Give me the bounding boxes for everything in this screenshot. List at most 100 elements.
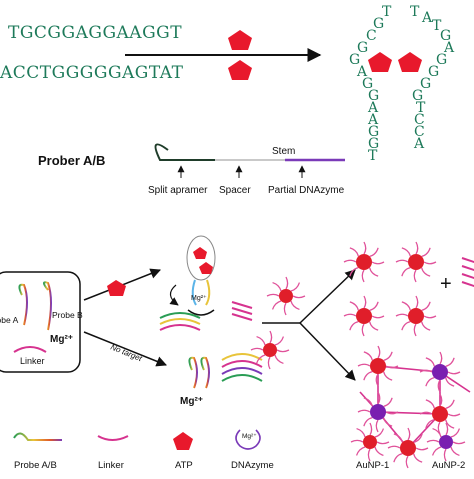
aunp-agg-2-ligand xyxy=(445,357,455,367)
aunp-agg-4-ligand xyxy=(419,411,433,415)
aunp-disp-3-ligand xyxy=(343,313,357,317)
aunp-disp-1-ligand xyxy=(363,241,367,255)
aunp-disp-1-ligand xyxy=(349,267,359,277)
aunp-mid-2 xyxy=(250,330,290,370)
aunp-disp-2-ligand xyxy=(401,247,411,257)
aunp-disp-4-ligand xyxy=(395,313,409,317)
aunp-disp-3-ligand xyxy=(363,295,367,309)
legend-linker-label: Linker xyxy=(98,460,124,471)
folded-right-nt-5: G xyxy=(436,52,447,68)
aunp-mid-1-ligand xyxy=(266,293,280,297)
aunp-agg-2-ligand xyxy=(419,369,433,373)
aunp-disp-1-core xyxy=(356,254,372,270)
legend-aunp2-core xyxy=(439,435,453,449)
aunp-agg-3-ligand xyxy=(363,397,373,407)
aunp-disp-2-ligand xyxy=(421,247,431,257)
aunp-agg-1 xyxy=(357,345,399,387)
aunp-agg-2-ligand xyxy=(439,351,443,365)
aunp-agg-1-ligand xyxy=(375,373,379,387)
folded-atp-1 xyxy=(368,52,392,72)
legend-aunp2-ligand xyxy=(452,441,466,445)
aunp-disp-3-ligand xyxy=(371,315,385,319)
aunp-agg-1-ligand xyxy=(357,363,371,367)
aunp-agg-5-core xyxy=(400,440,416,456)
aunp-disp-1-ligand xyxy=(361,269,365,283)
aunp-agg-1-ligand xyxy=(363,351,373,361)
aunp-mid-2-ligand xyxy=(255,354,266,364)
aunp-mid-1-ligand xyxy=(271,300,282,310)
folded-left-nt-4: G xyxy=(349,52,360,68)
aunp-mid-1-ligand xyxy=(272,281,282,292)
folded-right-nt-8: G xyxy=(412,88,423,104)
aunp-disp-3-ligand xyxy=(369,301,379,311)
aunp-agg-5-ligand xyxy=(407,427,411,441)
legend-aunp1-swatch xyxy=(350,422,390,462)
atp-pentagon-2 xyxy=(228,60,252,80)
aunp-mid-1-ligand xyxy=(290,300,300,311)
linker-fragments xyxy=(231,301,253,321)
aunp-agg-1-ligand xyxy=(383,351,393,361)
aunp-mid-2-ligand xyxy=(250,347,264,351)
legend-dnazyme-mg: Mg²⁺ xyxy=(242,433,257,440)
aunp-agg-3-ligand xyxy=(385,411,399,415)
aunp-agg-2-ligand xyxy=(447,371,461,375)
legend-aunp2-ligand xyxy=(432,427,442,438)
no-target-probes xyxy=(188,356,210,389)
folded-right-nt-11: C xyxy=(414,124,425,140)
legend-aunp1-label: AuNP-1 xyxy=(356,460,389,471)
folded-right-nt-4: A xyxy=(443,40,455,56)
aunp-disp-4-ligand xyxy=(421,321,431,331)
legend-aunp1-ligand xyxy=(374,446,384,457)
aunp-disp-2-ligand xyxy=(423,261,437,265)
legend-aunp2-ligand xyxy=(450,428,461,438)
folded-left-nt-7: G xyxy=(368,88,379,104)
aunp-agg-2-core xyxy=(432,364,448,380)
legend-atp-swatch xyxy=(173,432,193,450)
aunp-agg-3-ligand xyxy=(375,419,379,433)
aunp-agg-5-ligand xyxy=(393,453,403,463)
folded-right-nt-3: G xyxy=(440,28,451,44)
aunp-mid-2-ligand xyxy=(256,335,266,346)
probe-a-label: Probe A xyxy=(0,315,19,325)
aunp-agg-3-ligand xyxy=(363,417,373,427)
aunp-agg-5-ligand xyxy=(405,455,409,469)
legend-probe-label: Probe A/B xyxy=(14,460,57,471)
folded-atp-2 xyxy=(398,52,422,72)
aunp-disp-4-ligand xyxy=(421,301,431,311)
aunp-disp-2-ligand xyxy=(401,267,411,277)
probe-b-label: Probe B xyxy=(52,310,83,320)
aunp-mid-2-ligand xyxy=(274,354,284,365)
aunp-mid-1-ligand xyxy=(285,276,289,290)
linker-strand xyxy=(13,346,47,353)
aunp-disp-1-ligand xyxy=(371,261,385,265)
aunp-disp-3-ligand xyxy=(349,301,359,311)
aunp-agg-4-ligand xyxy=(447,413,461,417)
aunp-disp-4-ligand xyxy=(415,295,419,309)
aunp-agg-4-ligand xyxy=(445,399,455,409)
aunp-agg-3-ligand xyxy=(383,397,393,407)
aunp-agg-1-ligand xyxy=(363,371,373,381)
aunp-disp-4-ligand xyxy=(401,321,411,331)
legend-probe-swatch xyxy=(13,432,62,441)
folded-right-nt-0: T xyxy=(410,4,420,20)
aunp-agg-3-ligand xyxy=(383,417,393,427)
legend-aunp2-label: AuNP-2 xyxy=(432,460,465,471)
atp-pentagon-1 xyxy=(228,30,252,50)
legend-aunp2-ligand xyxy=(445,422,449,436)
aunp-agg-5-ligand xyxy=(413,433,423,443)
aunp-disp-4-ligand xyxy=(413,323,417,337)
aunp-agg-3-ligand xyxy=(357,409,371,413)
legend-aunp1-ligand xyxy=(355,446,366,456)
aunp-disp-2-ligand xyxy=(421,267,431,277)
aunp-agg-3-ligand xyxy=(377,391,381,405)
aunp-disp-1-ligand xyxy=(369,247,379,257)
aunp-agg-4 xyxy=(419,393,461,435)
legend-aunp1-ligand xyxy=(367,448,371,462)
legend-aunp1-core xyxy=(363,435,377,449)
folded-right-nt-6: G xyxy=(428,64,439,80)
aunp-mid-2-ligand xyxy=(274,336,285,346)
aunp-agg-4-ligand xyxy=(445,419,455,429)
strand-upper: TGCGGAGGAAGGT xyxy=(8,23,182,43)
